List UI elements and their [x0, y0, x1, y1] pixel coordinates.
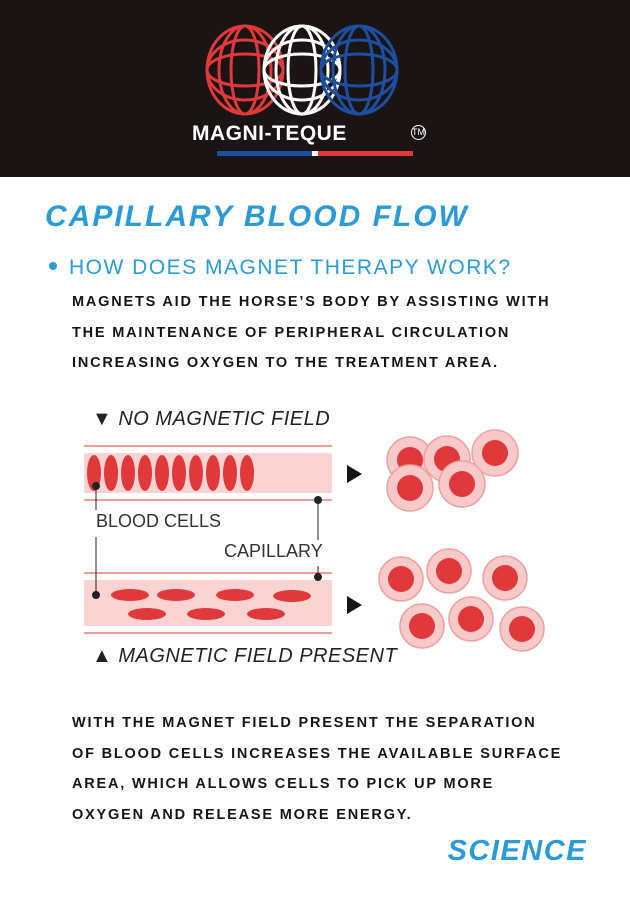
- page-title: CAPILLARY BLOOD FLOW: [45, 200, 469, 233]
- flag-stripe-red: [318, 151, 413, 156]
- conclusion-line: AREA, WHICH ALLOWS CELLS TO PICK UP MORE: [72, 776, 495, 792]
- field-present-label: ▲ MAGNETIC FIELD PRESENT: [92, 645, 397, 668]
- header-banner: MAGNI-TEQUE TM: [0, 0, 630, 177]
- brand-name: MAGNI-TEQUE: [192, 122, 347, 145]
- triangle-up-icon: ▲: [92, 645, 113, 667]
- trademark-badge: TM: [411, 125, 426, 140]
- science-tag: SCIENCE: [447, 835, 587, 867]
- no-field-label: ▼ NO MAGNETIC FIELD: [92, 408, 330, 431]
- packed-blood-cells: [87, 455, 254, 491]
- flag-stripe-white: [312, 151, 318, 156]
- field-present-text: MAGNETIC FIELD PRESENT: [118, 645, 398, 667]
- intro-line: INCREASING OXYGEN TO THE TREATMENT AREA.: [72, 355, 500, 371]
- conclusion-line: OXYGEN AND RELEASE MORE ENERGY.: [72, 806, 413, 823]
- spread-cells-zoom: [378, 548, 545, 652]
- conclusion-line: OF BLOOD CELLS INCREASES THE AVAILABLE S…: [72, 745, 563, 762]
- play-arrow-icon: [347, 596, 362, 614]
- conclusion-line: WITH THE MAGNET FIELD PRESENT THE SEPARA…: [72, 715, 537, 731]
- bullet-icon: [49, 262, 57, 271]
- question-heading: HOW DOES MAGNET THERAPY WORK?: [49, 256, 512, 280]
- no-field-text: NO MAGNETIC FIELD: [118, 408, 331, 430]
- intro-line: THE MAINTENANCE OF PERIPHERAL CIRCULATIO…: [72, 324, 511, 341]
- capillary-label: CAPILLARY: [224, 541, 323, 561]
- label-leader-lines: [92, 482, 322, 599]
- capillary-diagram: [84, 429, 545, 652]
- play-arrow-icon: [347, 465, 362, 483]
- intro-paragraph: MAGNETS AID THE HORSE’S BODY BY ASSISTIN…: [72, 287, 602, 379]
- separated-blood-cells: [111, 589, 311, 620]
- question-text: HOW DOES MAGNET THERAPY WORK?: [69, 256, 512, 279]
- intro-line: MAGNETS AID THE HORSE’S BODY BY ASSISTIN…: [72, 294, 551, 310]
- clustered-cells-zoom: [386, 429, 519, 512]
- horse-rings-logo-icon: [205, 24, 399, 116]
- blood-cells-label: BLOOD CELLS: [96, 511, 222, 531]
- conclusion-paragraph: WITH THE MAGNET FIELD PRESENT THE SEPARA…: [72, 708, 592, 830]
- triangle-down-icon: ▼: [92, 408, 113, 430]
- capillary-field-present: [84, 572, 332, 634]
- flag-stripe-blue: [217, 151, 312, 156]
